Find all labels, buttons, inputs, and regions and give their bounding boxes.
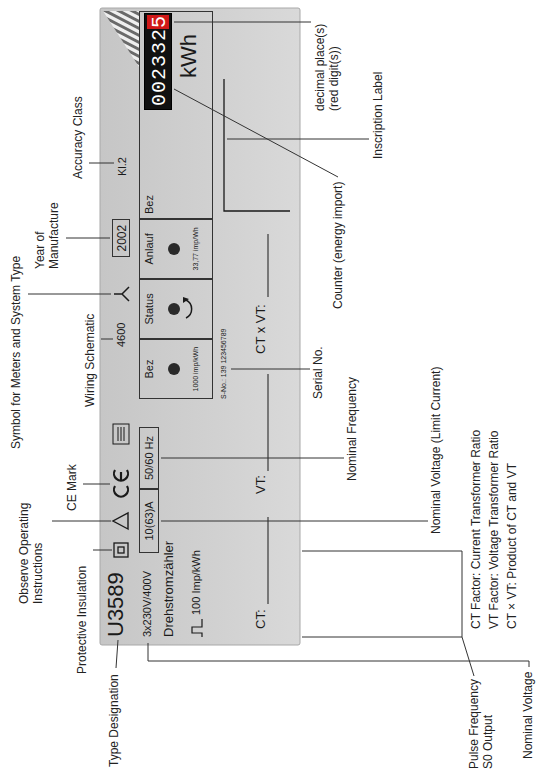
current-text: 10(63)A (144, 501, 155, 540)
leader-line (116, 640, 118, 668)
led-cell: Status (139, 279, 213, 339)
callout-label: Observe Operating Instructions (18, 474, 46, 604)
led (168, 303, 180, 315)
ct-field: CT: (254, 610, 267, 630)
warning-triangle (113, 513, 128, 529)
rotation-arrow-head (183, 297, 189, 303)
led (168, 243, 180, 255)
leader-line (161, 458, 344, 459)
leader-line (28, 294, 111, 295)
callout-label: decimal place(s) (red digit(s)) (314, 11, 342, 111)
register-cell: Bez kWh 0023325 (139, 11, 213, 219)
led-cell: Bez 1000 imp/kWh (139, 339, 213, 399)
protective-insulation-symbol (118, 547, 124, 553)
approval-logo (118, 427, 124, 441)
callout-label: Year of Manufacture (34, 187, 62, 269)
leader-line (227, 139, 369, 140)
callout-label: Pulse Frequency S0 Output (468, 669, 496, 769)
callout-label: Protective Insulation (76, 566, 90, 674)
serial-number: S-No.: 139 123456789 (220, 329, 227, 399)
cell-heading: Bez (144, 195, 155, 214)
callout-label: VT Factor: Voltage Transformer Ratio (488, 430, 502, 629)
vt-field: VT: (254, 475, 267, 494)
callout-label: Nominal Frequency (346, 377, 360, 481)
callout-label: Nominal Voltage (Limit Current) (430, 367, 444, 534)
leader-line (52, 521, 111, 522)
callout-label: Symbol for Meters and System Type (10, 256, 24, 449)
leader-line (66, 238, 110, 239)
frequency-cell: 50/60 Hz (139, 427, 159, 489)
callout-label: Serial No. (312, 346, 326, 399)
callout-label: Inscription Label (372, 72, 386, 159)
unit-text: kWh (178, 34, 200, 78)
callout-label: Nominal Voltage (522, 672, 536, 759)
leader-line (148, 643, 529, 667)
callout-label: CT × VT: Product of CT and VT (506, 463, 520, 629)
callout-label: CE Mark (66, 464, 80, 511)
pulse-symbol (192, 619, 202, 637)
cell-heading: Status (144, 293, 155, 324)
current-cell: 10(63)A (139, 489, 159, 553)
bracket (302, 551, 462, 637)
callout-label: Type Designation (108, 674, 122, 767)
meter-type: Drehstromzähler (162, 541, 175, 637)
system-type-symbol (114, 287, 129, 301)
name-plate: U3589 3x230V/400V Drehstromzähler 100 Imp/k… (100, 8, 300, 645)
callout-label: Counter (energy import) (332, 182, 346, 309)
counter-digits: 0023325 (150, 15, 170, 106)
cell-heading: Anlauf (144, 233, 155, 264)
year-box: 2002 (112, 219, 130, 257)
callout-label: Accuracy Class (72, 96, 86, 179)
plate-ground (100, 8, 300, 645)
callout-label: CT Factor: Current Transformer Ratio (470, 430, 484, 629)
leader-lines (28, 22, 529, 676)
cell-heading: Bez (144, 360, 155, 379)
led-cell: Anlauf 33,77 imp/Wh (139, 219, 213, 279)
maker-logo (100, 0, 142, 79)
approval-logo (113, 424, 129, 444)
accuracy-class: Kl.2 (117, 157, 128, 176)
callout-label: Wiring Schematic (84, 314, 98, 407)
inscription-label-frame (224, 79, 290, 211)
leader-line (89, 163, 114, 164)
led-constant: 1000 imp/kWh (192, 347, 199, 392)
leader-line (161, 521, 428, 522)
wiring-schematic-number: 4600 (116, 323, 127, 347)
ct-vt-field: CT x VT: (254, 304, 267, 354)
type-designation: U3589 (105, 572, 127, 637)
led-constant: 33,77 imp/Wh (192, 227, 199, 270)
leader-line (101, 339, 113, 340)
leader-line (231, 369, 310, 370)
leader-line (83, 484, 110, 485)
leader-line (174, 22, 311, 23)
leader-line (462, 637, 474, 676)
year-text: 2002 (116, 225, 128, 252)
entry-lines (268, 234, 269, 604)
counter-display: 0023325 (144, 13, 172, 110)
pulse-rate: 100 Imp/kWh (191, 550, 202, 615)
rotation-arrow (186, 300, 192, 318)
ce-mark (114, 470, 128, 497)
nominal-voltage: 3x230V/400V (142, 571, 153, 637)
frequency-text: 50/60 Hz (144, 436, 155, 480)
led (168, 363, 180, 375)
protective-insulation-symbol (114, 543, 128, 557)
leader-line (93, 550, 112, 551)
